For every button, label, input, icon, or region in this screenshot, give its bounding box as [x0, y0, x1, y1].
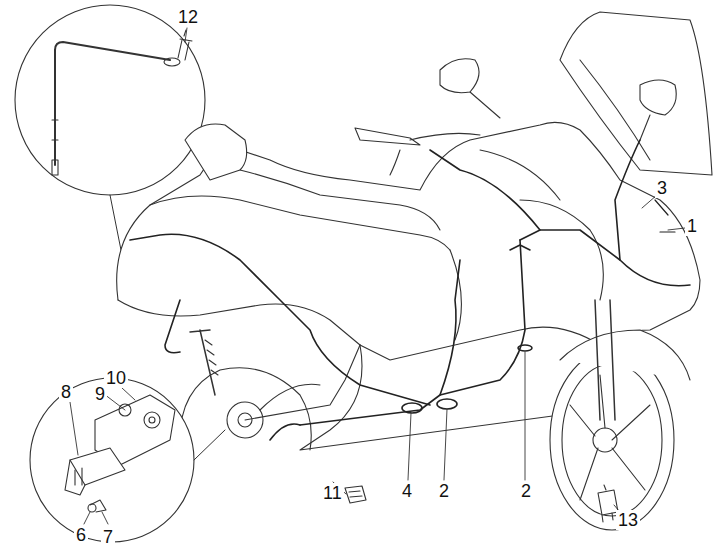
callout-number: 13	[616, 510, 640, 530]
callout-number: 12	[176, 7, 200, 27]
rear-wheel	[180, 330, 361, 455]
front-wheel	[550, 300, 690, 530]
callout-number: 3	[655, 178, 669, 198]
callout-number: 11	[321, 483, 344, 503]
callout-number: 4	[400, 481, 414, 501]
wiring-harness	[130, 140, 690, 440]
callout-number: 1	[685, 216, 699, 236]
callout-number: 7	[101, 527, 115, 547]
connector-part	[345, 486, 366, 503]
callout-number: 10	[104, 368, 128, 388]
leader-lines	[70, 28, 685, 524]
callout-number: 2	[519, 481, 533, 501]
callout-number: 2	[437, 481, 451, 501]
relay-part	[598, 485, 618, 522]
detail-inset-bracket	[30, 378, 225, 542]
callout-number: 8	[59, 382, 73, 402]
callout-number: 6	[74, 525, 88, 545]
callout-number: 9	[93, 384, 107, 404]
